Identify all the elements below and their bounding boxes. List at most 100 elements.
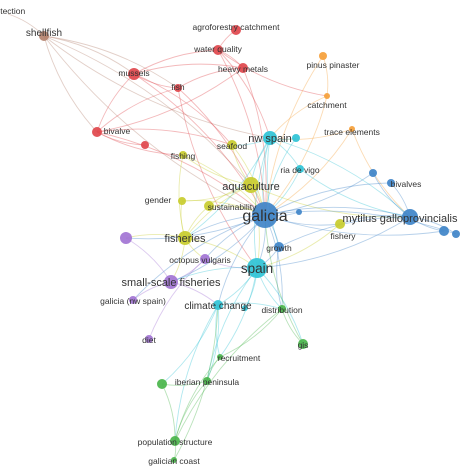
link-trace_elements-mytilus <box>351 128 411 218</box>
node-climate-change[interactable] <box>213 300 223 310</box>
link-heavy_metals-bivalve <box>96 67 244 133</box>
node-sustainability[interactable] <box>204 201 214 211</box>
label-octopus[interactable]: octopus vulgaris <box>169 255 230 265</box>
label-ria-de-vigo[interactable]: ria de vigo <box>280 165 319 175</box>
node-layer <box>39 25 460 463</box>
link-octopus-diet <box>148 258 206 340</box>
node-agroforestry[interactable] <box>231 25 241 35</box>
node-octopus[interactable] <box>200 254 210 264</box>
label-population-structure[interactable]: population structure <box>138 437 213 447</box>
node-galicia[interactable] <box>252 202 278 228</box>
link-mussels-galicia <box>133 73 266 216</box>
link-layer <box>7 13 457 461</box>
link-galicia-unl_blue_2 <box>264 214 445 236</box>
node-fishery[interactable] <box>335 219 345 229</box>
node-pinus-pinaster[interactable] <box>319 52 327 60</box>
node-seafood[interactable] <box>227 140 237 150</box>
label-bivalves[interactable]: bivalves <box>391 179 422 189</box>
node-distribution[interactable] <box>278 305 286 313</box>
node-bivalve[interactable] <box>92 127 102 137</box>
label-detection[interactable]: detection <box>0 6 26 16</box>
node-ria-de-vigo[interactable] <box>296 165 304 173</box>
label-galicia-nw[interactable]: galicia (nw spain) <box>100 296 166 306</box>
label-gender[interactable]: gender <box>145 195 172 205</box>
label-mytilus[interactable]: mytilus galloprovincialis <box>343 213 458 225</box>
label-sustainability[interactable]: sustainability <box>208 202 257 212</box>
node-bivalves[interactable] <box>387 179 395 187</box>
link-heavy_metals-fish <box>177 67 244 89</box>
link-galicia-mytilus <box>264 206 411 218</box>
label-heavy-metals[interactable]: heavy metals <box>218 64 268 74</box>
label-growth[interactable]: growth <box>266 243 292 253</box>
label-distribution[interactable]: distribution <box>261 305 302 315</box>
label-seafood[interactable]: seafood <box>217 141 248 151</box>
node-fisheries[interactable] <box>178 231 192 245</box>
node-trace-elements[interactable] <box>349 126 355 132</box>
node-catchment[interactable] <box>324 93 330 99</box>
node-recruitment[interactable] <box>217 354 223 360</box>
label-agroforestry[interactable]: agroforestry catchment <box>193 22 281 32</box>
link-fish-spain <box>177 87 258 269</box>
link-water_quality-galicia <box>217 49 266 216</box>
label-recruitment[interactable]: recruitment <box>218 353 261 363</box>
link-shellfish-bivalve <box>43 35 98 133</box>
node-unl-red-1[interactable] <box>141 141 149 149</box>
node-unl-blue-4[interactable] <box>296 209 302 215</box>
node-mussels[interactable] <box>128 68 140 80</box>
node-galician-coast[interactable] <box>171 457 177 463</box>
label-gis[interactable]: gis <box>298 340 309 350</box>
node-iberian[interactable] <box>203 377 211 385</box>
link-distribution-population_structure <box>174 308 283 442</box>
label-iberian[interactable]: iberian peninsula <box>175 377 240 387</box>
node-growth[interactable] <box>274 242 284 252</box>
node-aquaculture[interactable] <box>243 177 259 193</box>
label-shellfish[interactable]: shellfish <box>26 28 62 39</box>
label-fish[interactable]: fish <box>171 82 185 92</box>
node-heavy-metals[interactable] <box>238 63 248 73</box>
label-galicia[interactable]: galicia <box>242 208 287 225</box>
label-galician-coast[interactable]: galician coast <box>148 456 200 466</box>
node-unl-cyan-1[interactable] <box>242 305 248 311</box>
label-fishery[interactable]: fishery <box>330 231 356 241</box>
link-nw_spain-spain <box>253 137 271 269</box>
node-gis[interactable] <box>298 339 308 349</box>
label-catchment[interactable]: catchment <box>307 100 347 110</box>
link-mussels-bivalve <box>96 73 135 133</box>
node-unl-blue-2[interactable] <box>439 226 449 236</box>
label-mussels[interactable]: mussels <box>118 68 149 78</box>
label-spain[interactable]: spain <box>241 261 273 276</box>
node-nw-spain[interactable] <box>263 131 277 145</box>
link-climate_change-unl_green_1 <box>161 304 219 385</box>
node-unl-blue-3[interactable] <box>452 230 460 238</box>
label-fishing[interactable]: fishing <box>171 151 196 161</box>
label-bivalve[interactable]: bivalve <box>104 126 131 136</box>
node-shellfish[interactable] <box>39 31 49 41</box>
link-bivalve-fishing <box>96 131 184 156</box>
node-population-structure[interactable] <box>170 436 180 446</box>
label-aquaculture[interactable]: aquaculture <box>222 181 280 193</box>
label-climate-change[interactable]: climate change <box>184 301 252 312</box>
label-nw-spain[interactable]: nw spain <box>248 133 291 145</box>
node-spain[interactable] <box>247 258 267 278</box>
node-mytilus[interactable] <box>402 209 418 225</box>
label-fisheries[interactable]: fisheries <box>165 233 206 245</box>
node-fish[interactable] <box>174 84 182 92</box>
node-diet[interactable] <box>145 335 153 343</box>
label-trace-elements[interactable]: trace elements <box>324 127 380 137</box>
link-heavy_metals-galicia <box>242 67 267 216</box>
node-unl-green-1[interactable] <box>157 379 167 389</box>
label-small-scale[interactable]: small-scale fisheries <box>121 277 221 289</box>
label-diet[interactable]: diet <box>142 335 156 345</box>
link-bivalves-galicia <box>264 182 392 216</box>
node-unl-purple-1[interactable] <box>120 232 132 244</box>
node-gender[interactable] <box>178 197 186 205</box>
node-unl-cyan-2[interactable] <box>292 134 300 142</box>
label-water-quality[interactable]: water quality <box>193 44 242 54</box>
node-galicia-nw[interactable] <box>129 296 137 304</box>
node-small-scale[interactable] <box>164 275 178 289</box>
node-water-quality[interactable] <box>213 45 223 55</box>
label-pinus-pinaster[interactable]: pinus pinaster <box>307 60 360 70</box>
node-unl-blue-1[interactable] <box>369 169 377 177</box>
node-fishing[interactable] <box>179 151 187 159</box>
